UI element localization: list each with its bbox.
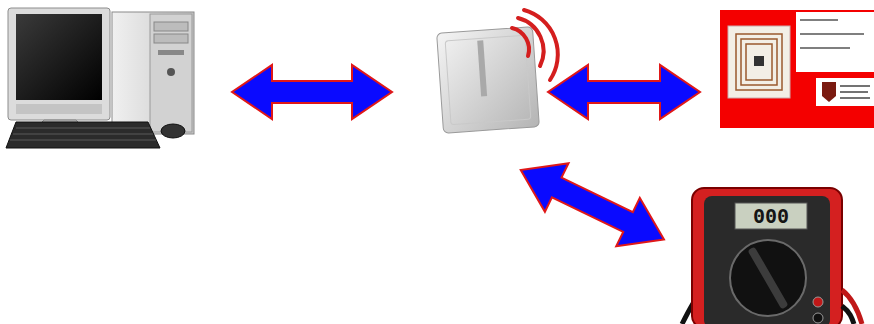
computer-illustration	[6, 8, 194, 148]
mouse	[161, 124, 185, 138]
card-body	[720, 10, 874, 128]
reader-panel	[445, 35, 531, 124]
input-jack	[813, 297, 823, 307]
double-arrow	[232, 65, 392, 119]
floppy-slot	[158, 50, 184, 55]
power-button	[167, 68, 175, 76]
wave-arc	[518, 18, 544, 66]
logo-shield	[822, 82, 836, 102]
red-probe-lead	[842, 290, 862, 324]
print-line	[800, 19, 838, 21]
drive-bay	[154, 22, 188, 31]
rfid-chip	[754, 56, 764, 66]
rfid-card-node	[700, 22, 874, 162]
computer-node	[0, 22, 232, 162]
coil-turn	[736, 34, 782, 90]
logo-panel	[816, 78, 874, 106]
print-line	[840, 97, 870, 99]
key-row	[13, 134, 153, 135]
double-arrow	[521, 163, 664, 246]
logo-print-lines	[840, 86, 870, 98]
wave-arc	[512, 28, 529, 56]
display-reading: 000	[735, 203, 807, 229]
input-jack	[813, 313, 823, 323]
print-line	[840, 91, 868, 93]
tower-front	[150, 14, 192, 132]
wave-arc	[524, 10, 558, 80]
key-row	[10, 140, 156, 141]
double-arrow	[548, 65, 700, 119]
rfid-reader-node	[392, 32, 548, 170]
antenna-coil	[736, 34, 782, 90]
print-line	[800, 47, 850, 49]
meter-face	[704, 196, 830, 324]
drive-bay	[154, 34, 188, 43]
multimeter-illustration	[682, 188, 862, 324]
black-probe-lead	[842, 306, 854, 324]
meter-housing	[692, 188, 842, 324]
key-row	[16, 128, 150, 129]
card-info-panel	[796, 12, 874, 72]
reader-case	[437, 27, 540, 133]
rfid-card-illustration	[720, 10, 874, 128]
lcd-display	[735, 203, 807, 229]
keyboard	[6, 122, 160, 148]
print-line	[800, 33, 864, 35]
selector-dial	[730, 240, 806, 316]
reader-marking	[477, 40, 487, 96]
monitor-screen	[16, 14, 102, 100]
card-print-lines	[800, 20, 864, 48]
coil-turn	[746, 44, 772, 80]
keyboard-keys	[10, 128, 156, 140]
monitor-frame	[8, 8, 110, 120]
print-line	[840, 85, 870, 87]
rfid-reader-illustration	[437, 10, 558, 133]
monitor-bezel	[16, 104, 102, 114]
dial-knob	[748, 247, 789, 310]
coil-turn	[741, 39, 777, 85]
radio-waves	[512, 10, 558, 80]
card-inlay-photo	[728, 26, 790, 98]
tower-case	[112, 12, 194, 134]
multimeter-node: 000	[664, 188, 874, 324]
